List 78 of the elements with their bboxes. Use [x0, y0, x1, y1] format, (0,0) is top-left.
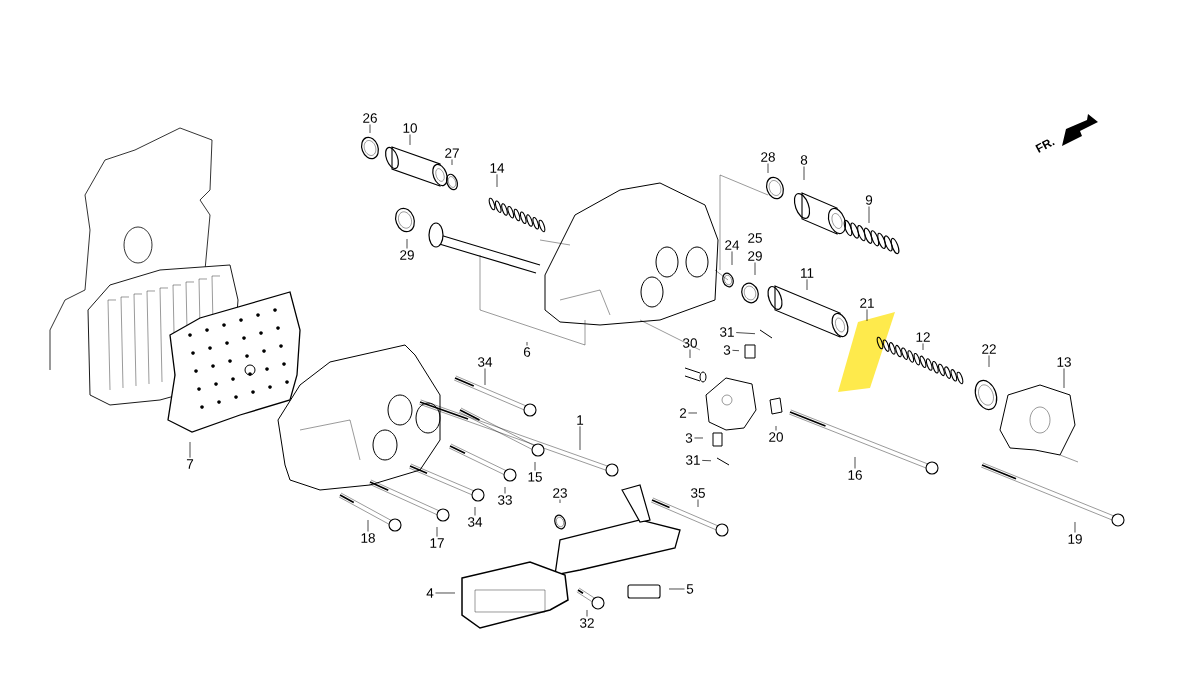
callout-number: 34 — [468, 517, 483, 527]
callout-number: 2 — [679, 408, 687, 418]
callout-number: 11 — [801, 268, 814, 278]
leader-line — [775, 425, 777, 431]
callout-number: 15 — [528, 472, 542, 482]
leader-line — [806, 279, 808, 291]
leader-line — [1063, 368, 1065, 389]
callout-number: 29 — [748, 251, 762, 261]
leader-line — [504, 486, 506, 494]
leader-line — [436, 526, 438, 537]
leader-line — [754, 262, 756, 276]
leader-line — [988, 355, 990, 368]
callout-number: 31 — [686, 455, 700, 465]
leader-line — [586, 609, 588, 617]
leader-line — [694, 437, 704, 439]
callout-number: 33 — [498, 495, 512, 505]
callout-number: 23 — [553, 488, 567, 498]
leader-line — [922, 343, 924, 351]
leader-line — [579, 426, 581, 451]
callout-number: 28 — [761, 152, 775, 162]
leader-line — [689, 349, 691, 359]
callout-number: 5 — [686, 584, 694, 594]
callout-number: 20 — [769, 432, 783, 442]
leader-line — [435, 592, 456, 594]
callout-number: 25 — [748, 233, 762, 243]
callout-number: 3 — [723, 345, 731, 355]
callout-number: 7 — [186, 459, 194, 469]
leader-line — [866, 309, 868, 322]
callout-number: 8 — [800, 155, 808, 165]
callout-number: 10 — [403, 123, 417, 133]
callout-number: 24 — [725, 240, 740, 250]
callout-number: 27 — [445, 148, 459, 158]
leader-line — [534, 461, 536, 471]
leader-line — [668, 588, 685, 590]
leader-line — [697, 499, 699, 508]
leader-line — [701, 460, 712, 462]
leader-line — [731, 251, 733, 266]
leader-line — [559, 499, 561, 504]
callout-number: 17 — [430, 538, 444, 548]
callout-number: 4 — [426, 588, 434, 598]
callout-number: 13 — [1057, 357, 1071, 367]
leader-line — [688, 412, 698, 414]
leader-line — [409, 134, 411, 146]
leader-line — [868, 206, 870, 224]
leader-line — [189, 441, 191, 458]
leader-line — [735, 332, 756, 335]
callout-number: 31 — [720, 327, 734, 337]
callout-number: 30 — [683, 338, 697, 348]
leader-line — [854, 456, 856, 469]
callout-number: 9 — [865, 195, 873, 205]
callout-number: 29 — [400, 250, 414, 260]
leader-line — [484, 368, 486, 386]
leader-line — [451, 159, 453, 166]
callout-number: 12 — [916, 332, 930, 342]
leader-line — [767, 163, 769, 174]
leader-line — [369, 124, 371, 134]
leader-line — [803, 166, 805, 181]
callout-number: 18 — [361, 533, 375, 543]
direction-label: FR. — [1035, 139, 1055, 153]
callout-number: 26 — [363, 113, 377, 123]
callout-number: 3 — [685, 433, 693, 443]
callout-number: 1 — [577, 415, 584, 425]
callout-number: 34 — [478, 357, 493, 367]
leader-line — [496, 174, 498, 188]
leader-line — [474, 506, 476, 516]
callout-number: 19 — [1068, 534, 1082, 544]
callout-number: 14 — [490, 163, 505, 173]
leader-line — [526, 341, 528, 346]
callout-number: 22 — [982, 344, 996, 354]
leader-line — [406, 238, 408, 249]
callout-number: 21 — [860, 298, 874, 308]
callout-number: 32 — [580, 618, 594, 628]
callout-number: 35 — [691, 488, 705, 498]
leader-line — [367, 519, 369, 532]
callout-number: 16 — [848, 470, 862, 480]
leader-line — [1074, 521, 1076, 533]
leader-line — [732, 349, 740, 352]
callout-number: 6 — [523, 347, 531, 357]
